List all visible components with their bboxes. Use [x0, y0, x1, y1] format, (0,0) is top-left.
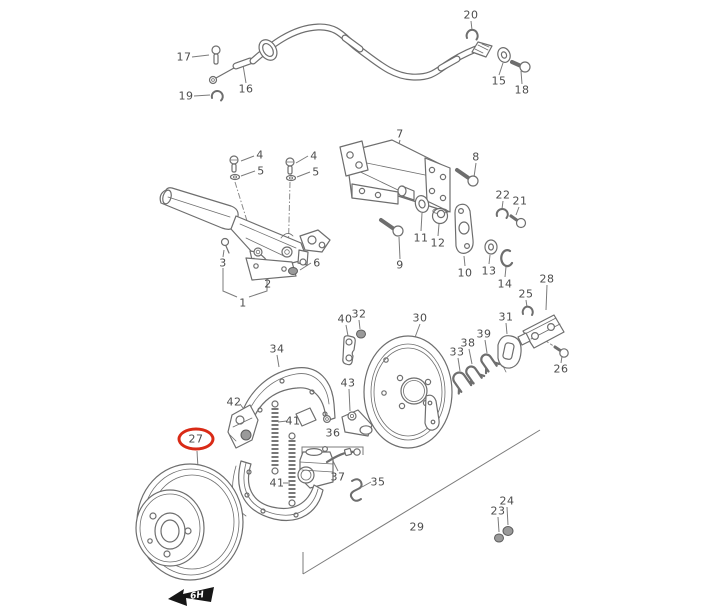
direction-arrow-label: 6H	[190, 590, 205, 602]
cable-end-connector	[471, 41, 493, 58]
brake-pipe-37-drawing	[325, 447, 361, 464]
bolt-4a-drawing	[229, 155, 239, 173]
nut-24-drawing	[502, 526, 514, 536]
lever-43-drawing	[341, 409, 373, 437]
nut-32-drawing	[356, 329, 366, 339]
washer-11-drawing	[414, 195, 430, 213]
washer-13-drawing	[484, 239, 498, 255]
clip-19-drawing	[210, 89, 224, 102]
brake-drum-drawing	[135, 463, 244, 581]
brake-shoe-lower-drawing	[232, 460, 324, 521]
washer-5a-drawing	[229, 173, 241, 181]
bolt-17-drawing	[211, 45, 221, 65]
clip-25-drawing	[521, 305, 534, 316]
bracket-40-drawing	[342, 335, 356, 366]
brake-shoe-34-drawing	[237, 367, 336, 431]
bolt-18-drawing	[510, 60, 531, 73]
adjuster-42-drawing	[227, 404, 259, 449]
grommet-31-drawing	[497, 335, 522, 373]
direction-arrow: 6H	[168, 587, 214, 606]
clip-35-drawing	[349, 478, 363, 502]
spring-clip-38-drawing	[465, 365, 486, 387]
spring-41a-drawing	[271, 400, 279, 475]
clip-20-drawing	[465, 28, 479, 41]
spring-clip-39-drawing	[480, 353, 501, 375]
washer-5b-drawing	[285, 174, 297, 182]
screw-26-drawing	[553, 345, 569, 358]
parking-brake-cable-drawing	[208, 23, 493, 85]
snap-ring-14-drawing	[500, 249, 514, 268]
handbrake-lever-drawing	[159, 187, 331, 281]
bolt-4b-drawing	[285, 157, 295, 175]
backing-plate-drawing	[363, 335, 453, 449]
wheel-cylinder-36-drawing	[297, 446, 334, 489]
bolt-21-drawing	[509, 214, 527, 229]
connector-28-drawing	[517, 314, 565, 349]
bushing-12-drawing	[431, 207, 449, 225]
nut-23-drawing	[494, 533, 504, 543]
spring-41b-drawing	[288, 432, 296, 507]
nut-6-drawing	[288, 267, 298, 275]
bolt-8-drawing	[455, 168, 479, 187]
bolt-9-drawing	[379, 218, 404, 237]
bracket-7-drawing	[339, 139, 451, 213]
clip-22-drawing	[495, 208, 509, 219]
bolt-3-drawing	[220, 237, 230, 254]
gasket-10-drawing	[454, 203, 474, 254]
washer-15-drawing	[497, 47, 511, 63]
